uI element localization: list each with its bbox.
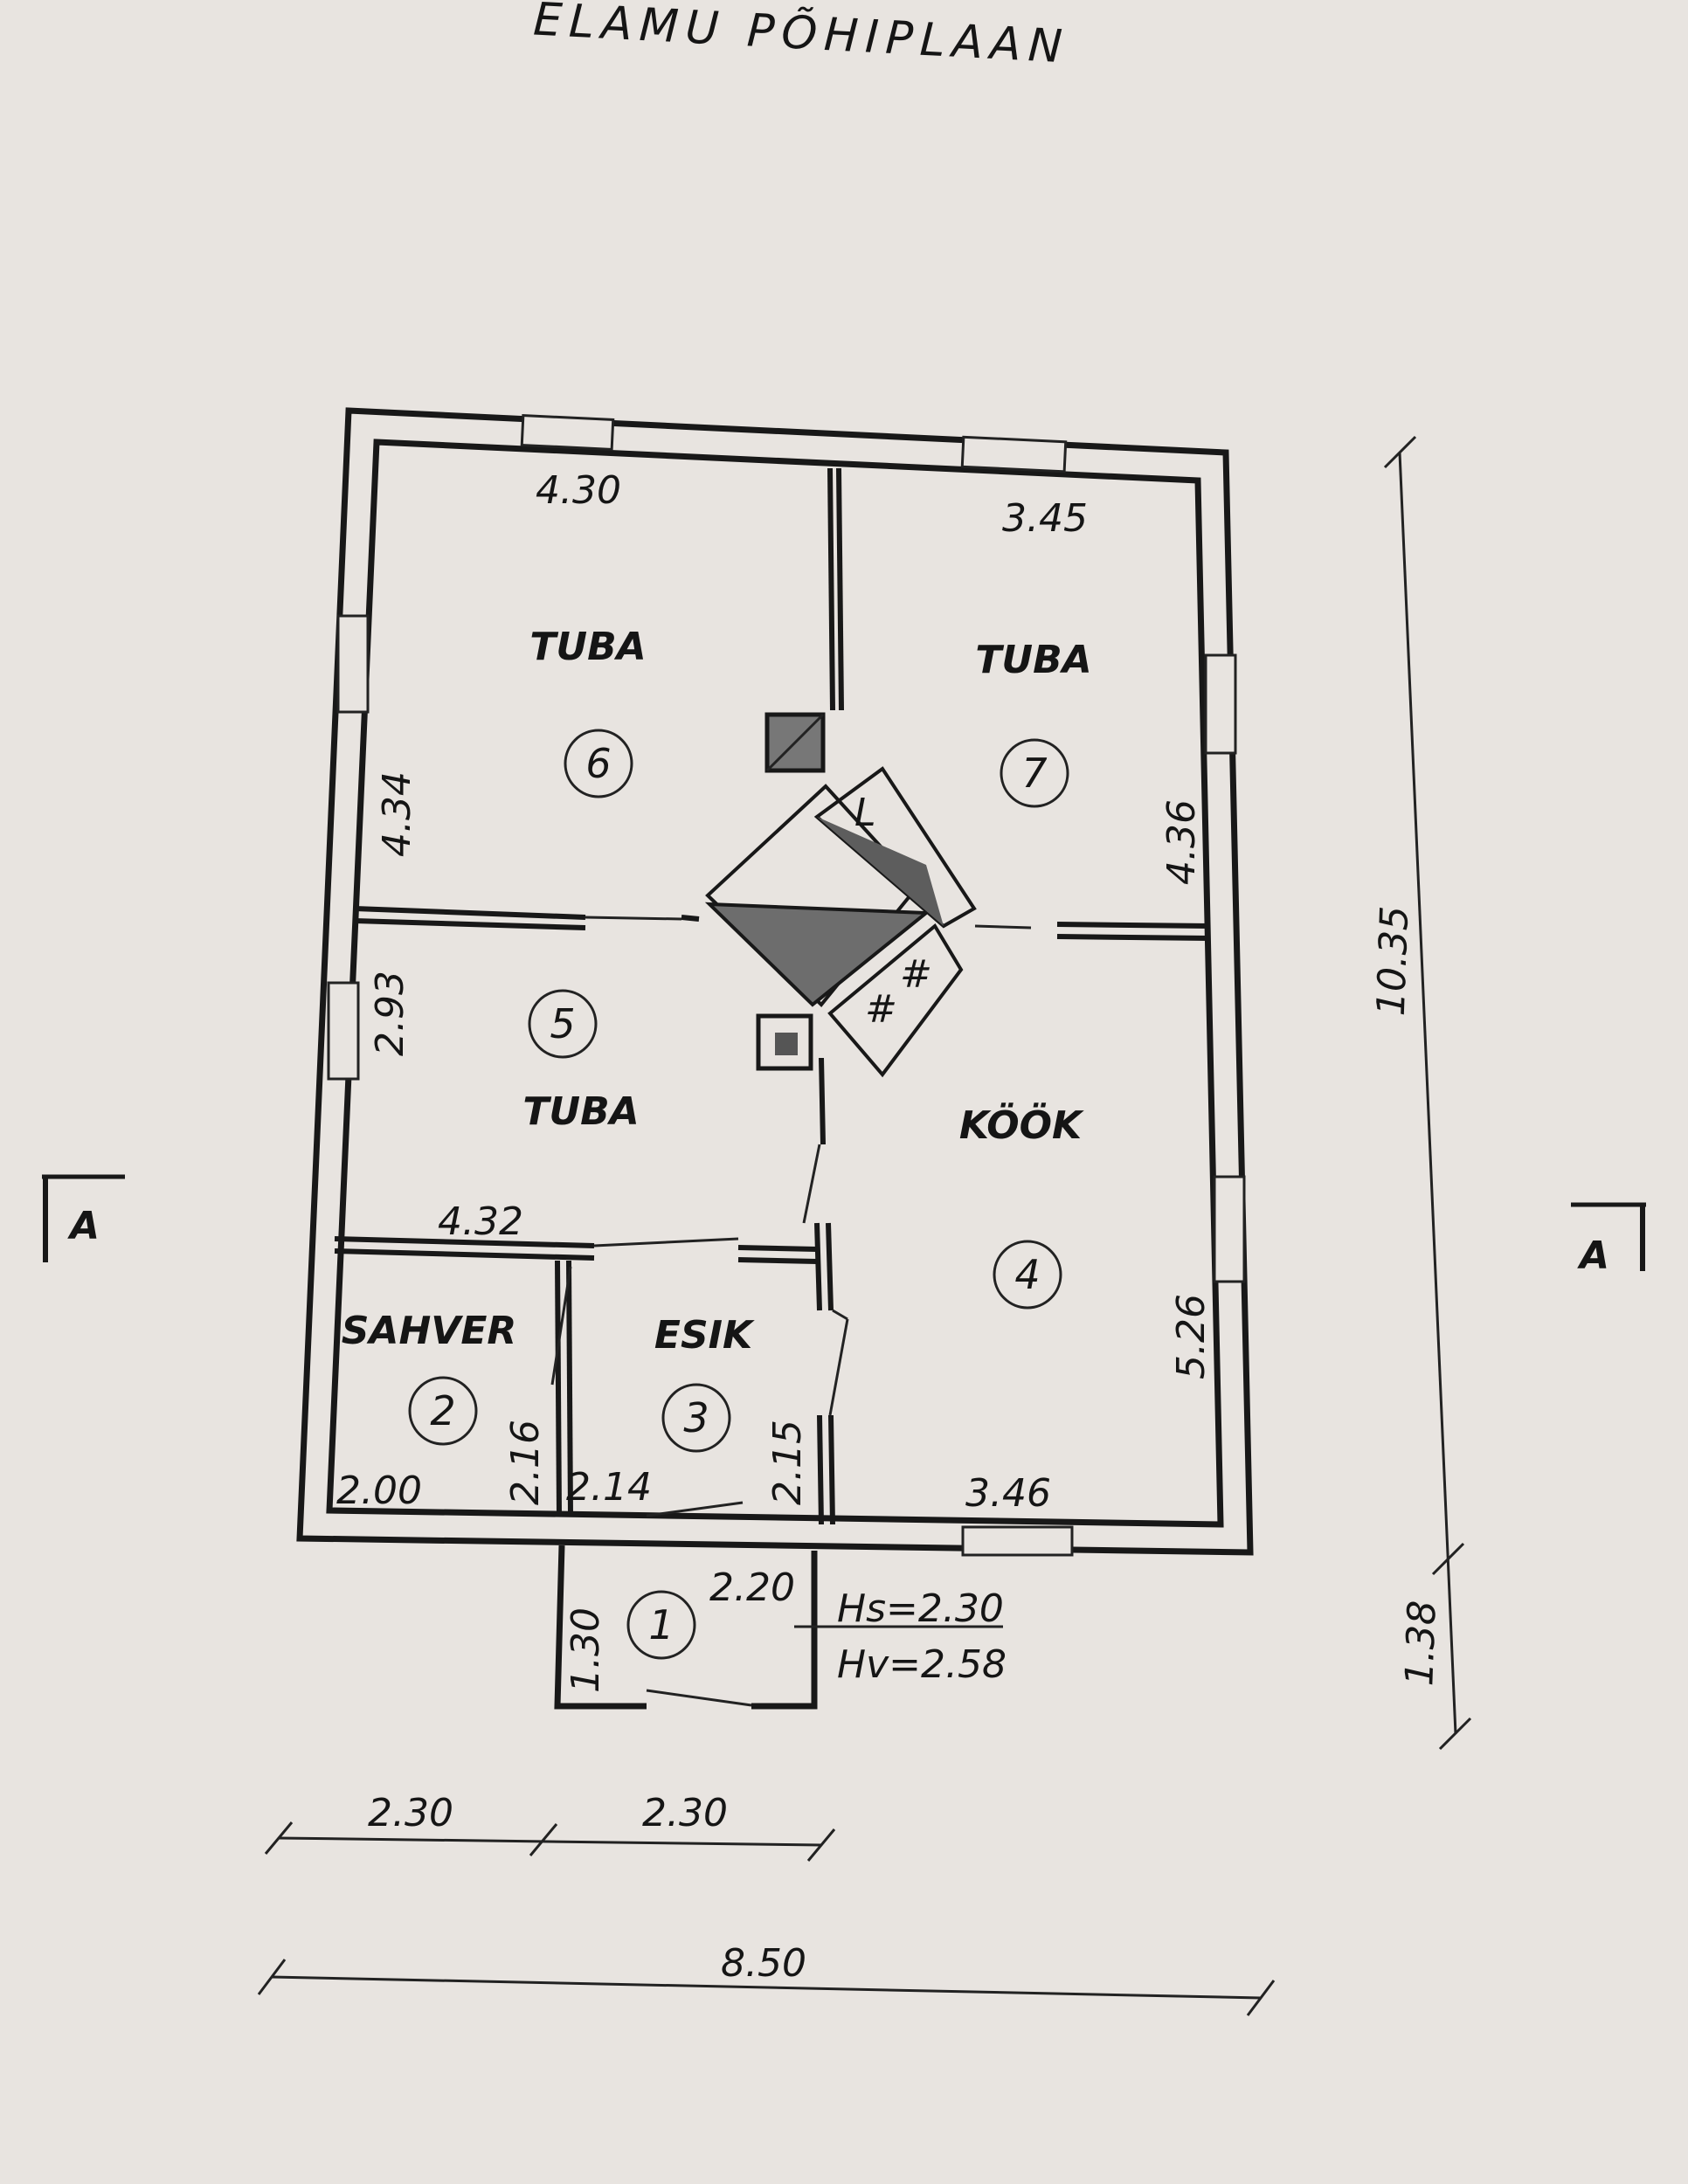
exterior-walls <box>296 407 1254 1556</box>
room-number: 4 <box>1014 1251 1040 1298</box>
plan-title: ELAMU PÕHIPLAAN <box>532 0 1070 73</box>
room-number: 1 <box>648 1601 674 1648</box>
ceiling-heights: Hs=2.30 Hv=2.58 <box>794 1586 1007 1687</box>
hearth-mark: # <box>900 952 932 997</box>
room-1-width: 2.20 <box>709 1565 795 1610</box>
room-4-depth: 5.26 <box>1169 1294 1214 1379</box>
section-mark-left: A <box>67 1204 100 1248</box>
room-5-width: 4.32 <box>438 1199 523 1244</box>
room-6-width: 4.30 <box>536 468 621 513</box>
room-number: 2 <box>430 1387 455 1434</box>
section-marks: A A <box>42 1174 1646 1278</box>
room-4-label: KÖÖK <box>959 1102 1084 1148</box>
height-hs: Hs=2.30 <box>837 1586 1004 1631</box>
hearth-mark: # <box>865 987 897 1032</box>
room-1-depth: 1.30 <box>564 1607 608 1693</box>
bottom-left-dimension: 2.30 <box>368 1791 453 1835</box>
room-labels: TUBA TUBA TUBA KÖÖK SAHVER ESIK <box>342 625 1092 1358</box>
room-dimensions: 4.30 3.45 4.34 4.36 2.93 4.32 5.26 3.46 … <box>336 468 1214 1693</box>
stove-chimney: L # # <box>704 712 977 1078</box>
total-width-dimension: 8.50 <box>721 1941 806 1986</box>
room-6-label: TUBA <box>529 625 646 669</box>
room-number: 6 <box>585 740 611 787</box>
room-2-width: 2.00 <box>336 1469 422 1513</box>
height-hv: Hv=2.58 <box>837 1642 1007 1687</box>
overall-dimension-lines: 10.35 1.38 2.30 2.30 8.50 <box>257 435 1472 2016</box>
room-7-width: 3.45 <box>1002 496 1088 541</box>
total-depth-dimension: 10.35 <box>1369 905 1417 1017</box>
room-7-depth: 4.36 <box>1159 799 1204 885</box>
room-3-depth: 2.15 <box>765 1420 810 1505</box>
stove-mark: L <box>854 791 876 835</box>
room-7-label: TUBA <box>975 638 1091 682</box>
room-2-depth: 2.16 <box>503 1420 548 1505</box>
room-number: 5 <box>550 1000 575 1047</box>
room-5-label: TUBA <box>522 1089 639 1134</box>
section-mark-right: A <box>1577 1234 1609 1278</box>
room-3-label: ESIK <box>654 1313 755 1358</box>
room-2-label: SAHVER <box>342 1309 517 1353</box>
windows <box>327 414 1246 1557</box>
bottom-right-dimension: 2.30 <box>642 1791 728 1835</box>
room-5-depth: 2.93 <box>368 971 412 1056</box>
interior-walls <box>334 467 1210 1525</box>
room-numbers: 6 7 5 4 2 3 1 <box>408 729 1069 1660</box>
porch-walls <box>554 1545 818 1710</box>
room-number: 7 <box>1021 750 1047 797</box>
porch-depth-dimension: 1.38 <box>1397 1600 1444 1687</box>
room-4-width: 3.46 <box>965 1471 1051 1516</box>
room-6-depth: 4.34 <box>375 771 419 857</box>
room-number: 3 <box>683 1394 709 1441</box>
room-3-width: 2.14 <box>566 1465 652 1510</box>
